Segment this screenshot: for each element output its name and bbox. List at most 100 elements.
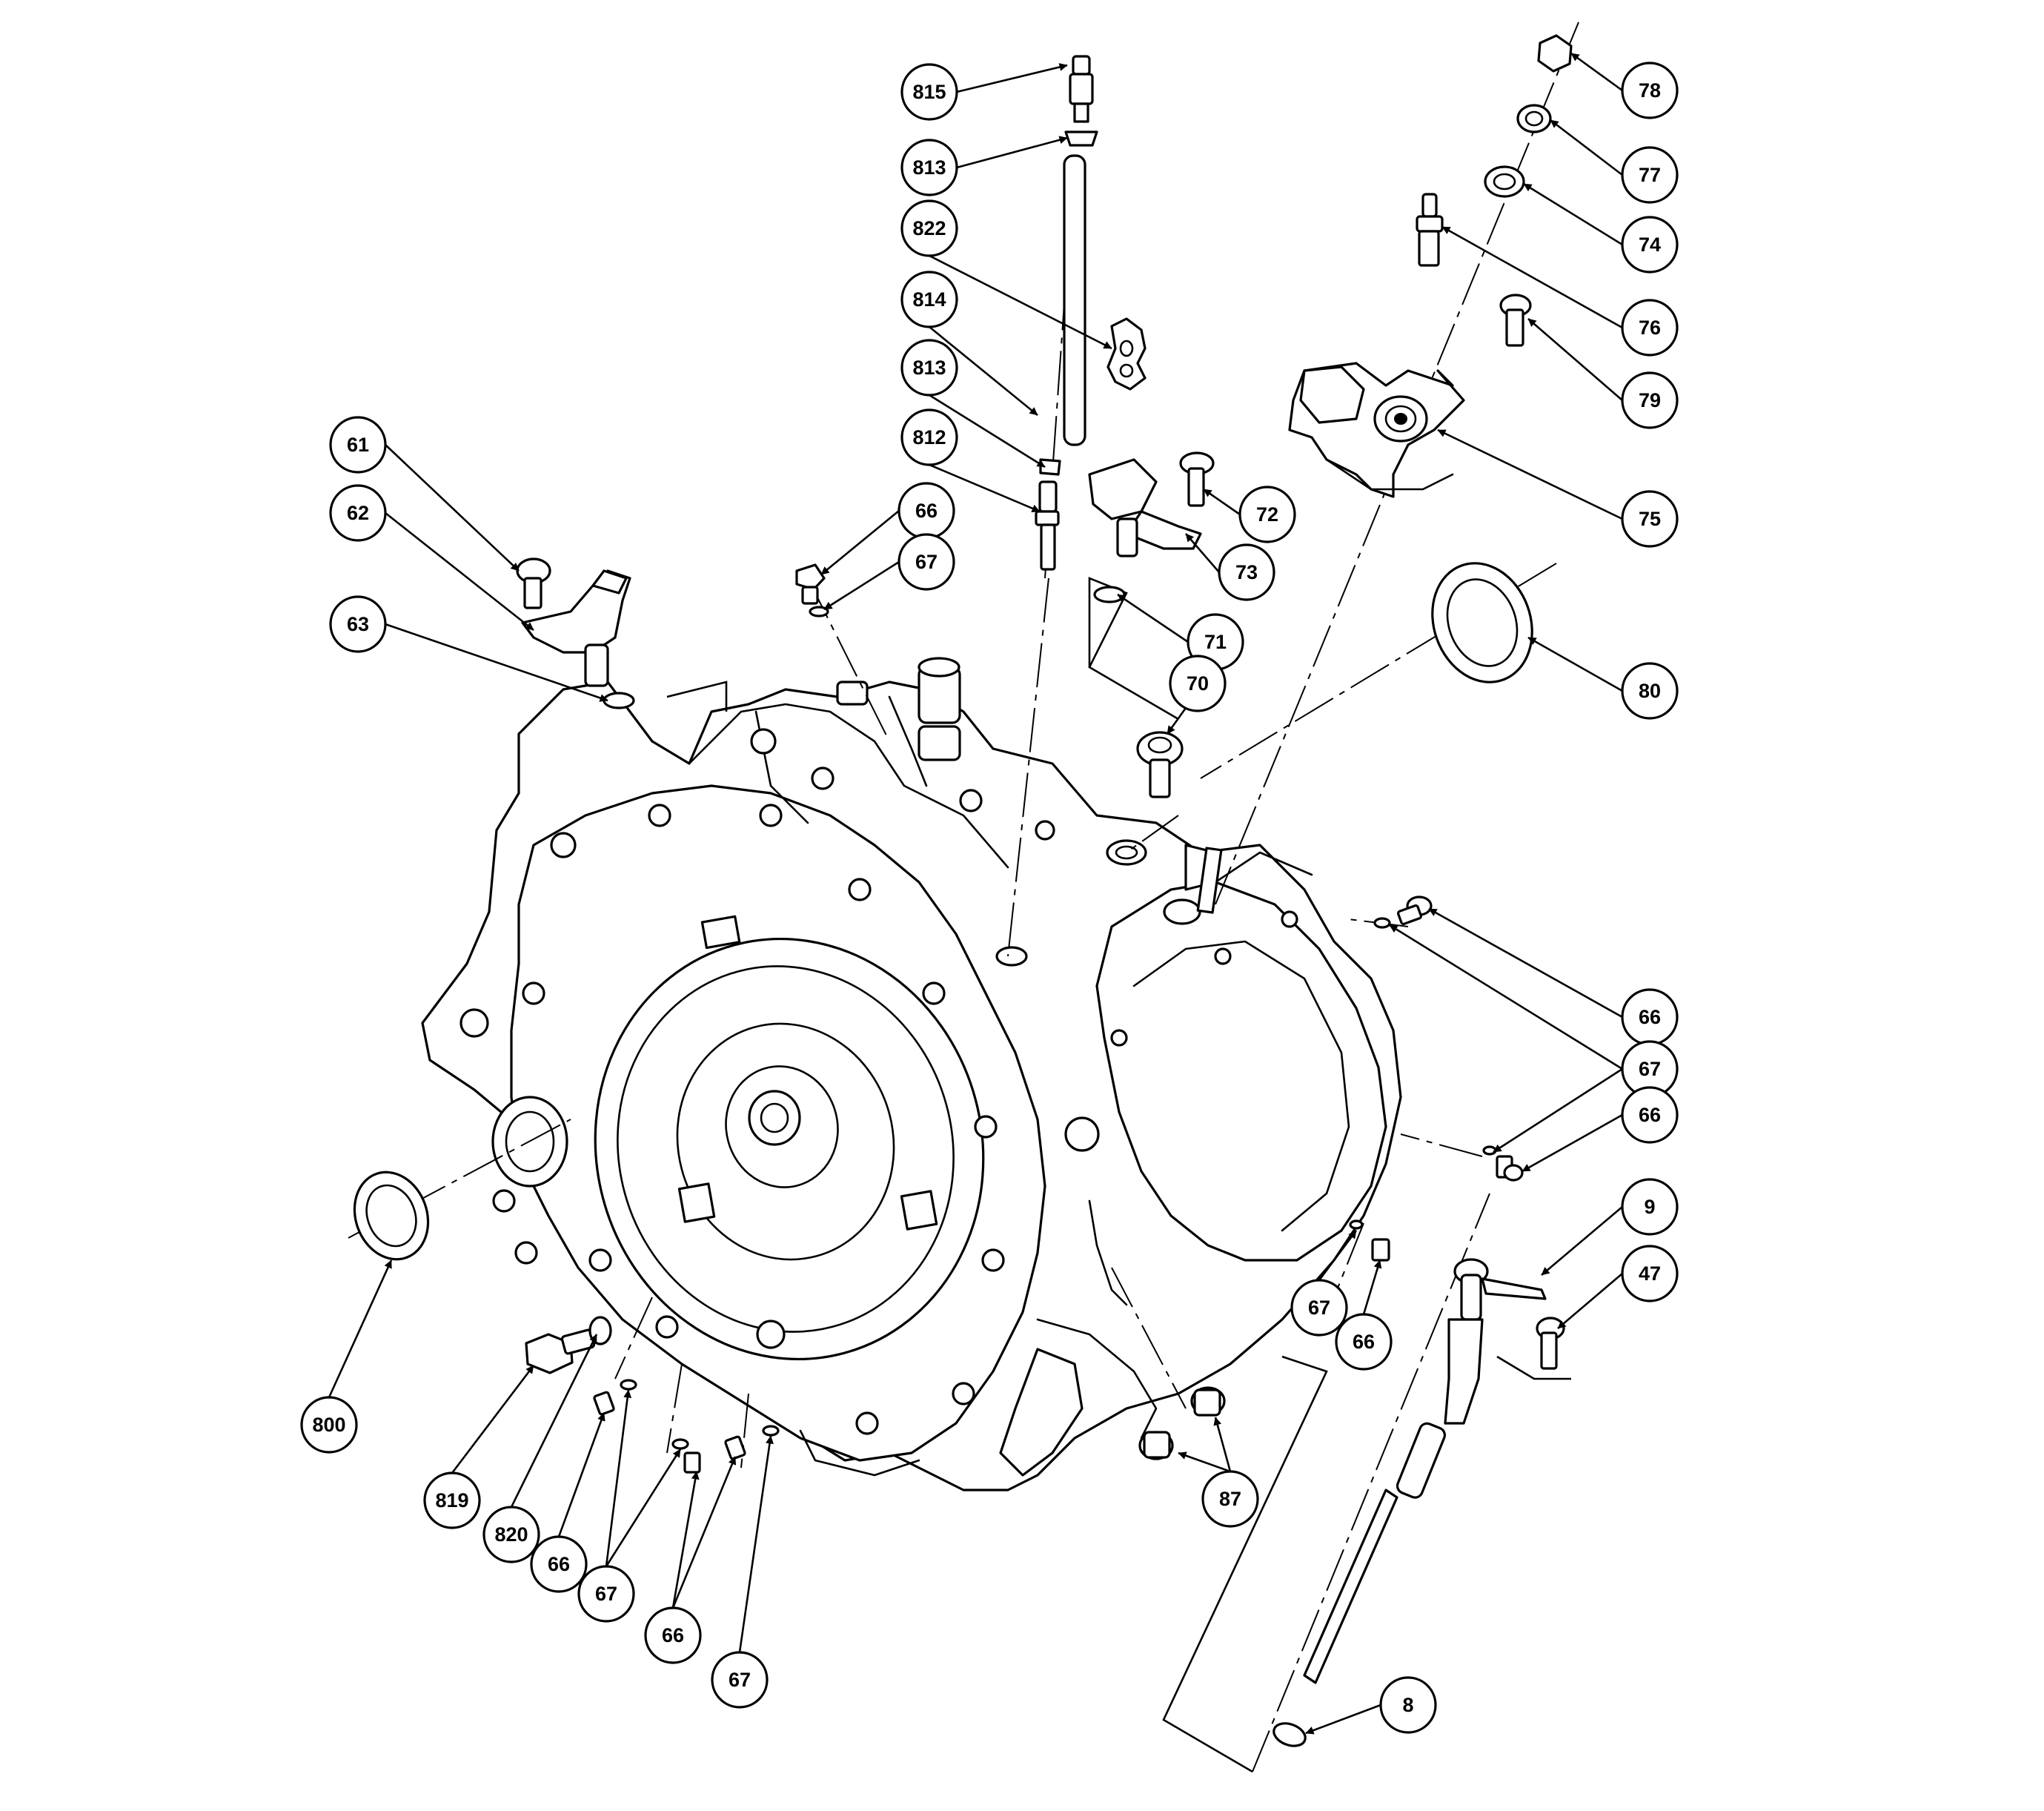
leader-arrow xyxy=(929,463,1041,513)
torque-converter-outer xyxy=(594,938,985,1360)
callout-66: 66 xyxy=(644,1606,702,1664)
callout-80: 80 xyxy=(1621,662,1679,720)
leader-arrow xyxy=(1437,428,1623,520)
part-814-vent-hose xyxy=(1063,154,1086,446)
svg-text:66: 66 xyxy=(548,1553,570,1575)
callout-67: 67 xyxy=(897,533,955,591)
svg-text:73: 73 xyxy=(1235,561,1258,583)
leader-arrow xyxy=(1523,182,1623,246)
callout-79: 79 xyxy=(1621,371,1679,429)
part-8-o-ring xyxy=(1272,1722,1307,1747)
callout-61: 61 xyxy=(329,416,387,474)
side-cover xyxy=(1095,881,1387,1262)
svg-text:819: 819 xyxy=(435,1489,468,1512)
leader-arrow xyxy=(605,1449,682,1567)
callout-74: 74 xyxy=(1621,216,1679,274)
svg-text:66: 66 xyxy=(662,1624,684,1646)
callout-67: 67 xyxy=(1290,1279,1348,1337)
leader-arrow xyxy=(1203,488,1241,516)
leader-arrow xyxy=(1213,1417,1232,1472)
part-77-lockwasher xyxy=(1516,104,1552,133)
callout-815: 815 xyxy=(900,63,958,121)
part-87-bushings xyxy=(1138,1386,1226,1460)
leader-arrow xyxy=(1305,1704,1381,1735)
leader-arrow xyxy=(1389,924,1623,1070)
callout-67: 67 xyxy=(711,1651,769,1709)
svg-text:822: 822 xyxy=(912,217,946,239)
callout-72: 72 xyxy=(1238,486,1296,543)
callout-66: 66 xyxy=(1335,1313,1393,1371)
leader-arrow xyxy=(605,1389,632,1567)
leader-arrow xyxy=(1178,1451,1231,1473)
leader-arrow xyxy=(1362,1259,1382,1315)
part-71-o-ring xyxy=(1093,586,1126,603)
part-66-67-lower xyxy=(593,1379,780,1474)
callout-63: 63 xyxy=(329,595,387,653)
callout-70: 70 xyxy=(1169,655,1227,712)
leader-arrow xyxy=(1166,707,1187,735)
svg-text:66: 66 xyxy=(915,500,938,522)
leader-arrow xyxy=(738,1435,774,1653)
svg-text:813: 813 xyxy=(912,156,946,179)
part-47-bolt xyxy=(1536,1317,1565,1370)
svg-text:8: 8 xyxy=(1402,1694,1413,1716)
callout-800: 800 xyxy=(300,1396,358,1454)
leader-arrow xyxy=(929,394,1046,469)
svg-text:67: 67 xyxy=(915,551,938,573)
callout-822: 822 xyxy=(900,199,958,257)
part-800-seal xyxy=(353,1171,430,1261)
leader-arrow xyxy=(1527,636,1623,692)
part-66-67-top xyxy=(795,563,829,618)
leader-arrow xyxy=(451,1365,535,1474)
callout-8: 8 xyxy=(1379,1676,1437,1734)
svg-text:67: 67 xyxy=(1308,1297,1330,1319)
callout-812: 812 xyxy=(900,408,958,466)
leader-arrow xyxy=(1441,225,1623,329)
callout-66: 66 xyxy=(530,1535,588,1593)
callout-66: 66 xyxy=(897,482,955,540)
leader-arrow xyxy=(1527,318,1623,401)
svg-text:813: 813 xyxy=(912,357,946,379)
svg-text:9: 9 xyxy=(1644,1196,1655,1218)
svg-text:61: 61 xyxy=(347,434,369,456)
leader-lines xyxy=(328,52,1623,1735)
callout-76: 76 xyxy=(1621,299,1679,357)
svg-text:815: 815 xyxy=(912,81,946,103)
part-78-nut xyxy=(1537,34,1573,73)
svg-text:72: 72 xyxy=(1256,503,1278,526)
svg-text:78: 78 xyxy=(1639,79,1661,102)
callout-47: 47 xyxy=(1621,1245,1679,1302)
svg-text:63: 63 xyxy=(347,613,369,635)
svg-text:66: 66 xyxy=(1353,1331,1375,1353)
part-63-o-ring xyxy=(603,692,635,709)
svg-text:66: 66 xyxy=(1639,1006,1661,1028)
leader-arrow xyxy=(1522,1113,1623,1173)
svg-text:74: 74 xyxy=(1639,234,1661,256)
callout-66: 66 xyxy=(1621,988,1679,1046)
part-822-clip xyxy=(1106,317,1147,391)
leader-arrow xyxy=(1570,52,1623,92)
svg-text:87: 87 xyxy=(1219,1488,1241,1510)
callout-75: 75 xyxy=(1621,490,1679,548)
leader-arrow xyxy=(1550,119,1623,176)
part-70-plug xyxy=(1136,731,1184,798)
part-819-drain-plug xyxy=(525,1328,596,1374)
transaxle-case xyxy=(421,657,1402,1491)
svg-text:75: 75 xyxy=(1639,508,1661,530)
svg-text:79: 79 xyxy=(1639,389,1661,411)
callout-73: 73 xyxy=(1218,543,1275,601)
callout-67: 67 xyxy=(577,1565,635,1623)
svg-text:66: 66 xyxy=(1639,1104,1661,1126)
svg-text:814: 814 xyxy=(912,288,946,311)
callout-67: 67 xyxy=(1621,1040,1679,1098)
part-74-washer xyxy=(1484,165,1525,198)
callout-66: 66 xyxy=(1621,1086,1679,1144)
input-shaft-hub xyxy=(748,1090,801,1146)
svg-text:67: 67 xyxy=(595,1583,617,1605)
part-812-vent-nipple xyxy=(1035,480,1060,571)
leader-arrow xyxy=(929,254,1112,350)
part-9-dipstick xyxy=(1303,1258,1547,1684)
part-61-bolt xyxy=(516,557,551,609)
leader-arrow xyxy=(510,1334,598,1508)
svg-text:67: 67 xyxy=(1639,1058,1661,1080)
